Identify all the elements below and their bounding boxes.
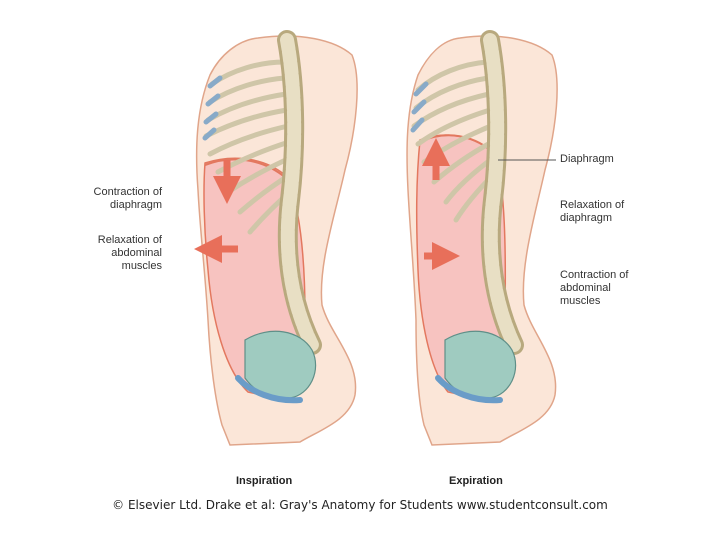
contraction-of-diaphragm-label: Contraction of diaphragm xyxy=(62,186,162,212)
contraction-of-abdominal-muscles-label: Contraction of abdominal muscles xyxy=(560,269,628,308)
expiration-caption: Expiration xyxy=(449,475,503,487)
relaxation-of-diaphragm-label: Relaxation of diaphragm xyxy=(560,199,624,225)
inspiration-figure xyxy=(197,36,357,445)
relaxation-of-abdominal-muscles-label: Relaxation of abdominal muscles xyxy=(62,234,162,273)
copyright-credit: © Elsevier Ltd. Drake et al: Gray's Anat… xyxy=(0,498,720,512)
expiration-figure xyxy=(407,36,557,445)
inspiration-caption: Inspiration xyxy=(236,475,292,487)
diaphragm-label: Diaphragm xyxy=(560,153,614,166)
